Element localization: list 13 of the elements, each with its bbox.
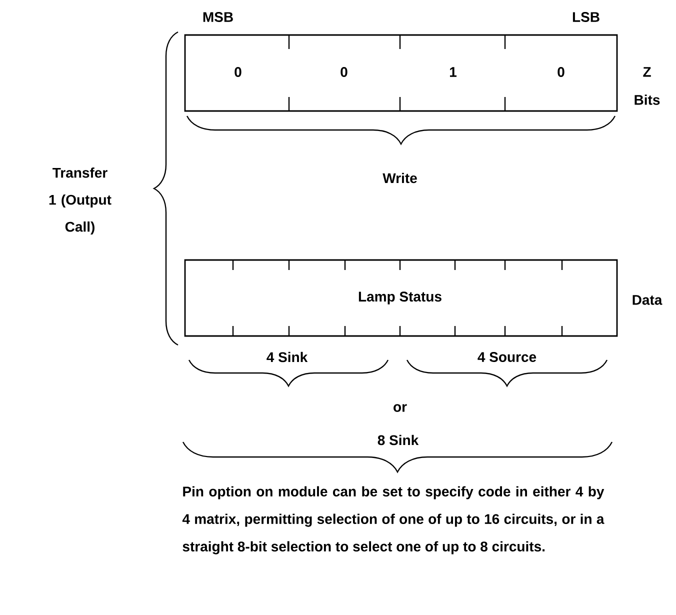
- register-label: Z Bits: [634, 67, 660, 105]
- register-box: 0 0 1 0: [184, 34, 618, 112]
- bit-order-label: MSB: [203, 12, 233, 22]
- brace-label: Transfer 1 (Output Call): [49, 167, 112, 235]
- bit-order-label: LSB: [572, 12, 600, 22]
- note-paragraph: Pin option on module can be set to specify code in either 4 by 4 matrix, permitting selection of one of up to 16 circuits, or in a straight 8-bit selection to select one of up to 8 circuits.: [182, 486, 604, 554]
- brace-label: 4 Sink: [266, 352, 308, 362]
- register-box: Lamp Status: [184, 259, 618, 337]
- brace-label: 8 Sink: [378, 434, 419, 446]
- brace-label: Write: [382, 172, 417, 184]
- register-label: Data: [632, 295, 662, 305]
- brace-label: 4 Source: [478, 352, 536, 362]
- connector-word: or: [394, 404, 407, 412]
